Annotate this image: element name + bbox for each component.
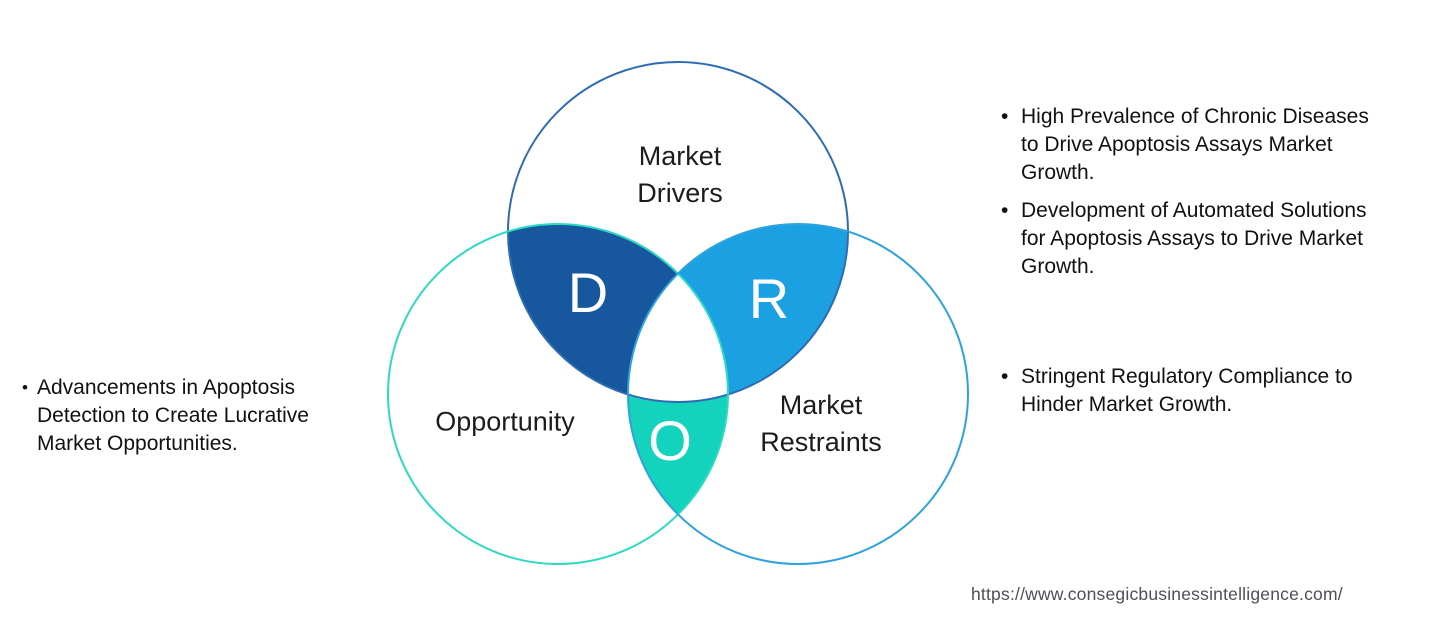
restraints-note-text: Stringent Regulatory Compliance to Hinde…	[1021, 365, 1353, 416]
drivers-circle-label: Market Drivers	[637, 141, 723, 208]
opportunity-circle	[387, 223, 729, 565]
opportunity-note-text: Advancements in Apoptosis Detection to C…	[37, 376, 309, 455]
drivers-note-item: • High Prevalence of Chronic Diseases to…	[1001, 103, 1441, 187]
bullet-icon: •	[22, 378, 28, 397]
drivers-restraints-lens	[678, 223, 849, 395]
drivers-notes: • High Prevalence of Chronic Diseases to…	[1001, 103, 1441, 281]
drivers-note-text-1: High Prevalence of Chronic Diseases to D…	[1021, 105, 1369, 184]
opportunity-lens-letter: O	[648, 409, 692, 472]
opportunity-restraints-lens	[628, 394, 728, 515]
drivers-lens-letter: D	[567, 261, 609, 324]
bullet-icon: •	[1001, 199, 1009, 222]
restraints-notes: • Stringent Regulatory Compliance to Hin…	[1001, 363, 1441, 419]
drivers-opportunity-lens	[507, 223, 678, 395]
opportunity-note-item: • Advancements in Apoptosis Detection to…	[22, 374, 367, 458]
restraints-lens-letter: R	[748, 267, 790, 330]
drivers-note-item: • Development of Automated Solutions for…	[1001, 197, 1441, 281]
bullet-icon: •	[1001, 365, 1009, 388]
restraints-note-item: • Stringent Regulatory Compliance to Hin…	[1001, 363, 1441, 419]
restraints-circle-label: Market Restraints	[760, 390, 882, 457]
opportunity-notes: • Advancements in Apoptosis Detection to…	[22, 374, 367, 458]
source-url: https://www.consegicbusinessintelligence…	[971, 584, 1343, 604]
bullet-icon: •	[1001, 105, 1009, 128]
opportunity-circle-label: Opportunity	[435, 406, 575, 437]
restraints-circle	[627, 223, 969, 565]
drivers-note-text-2: Development of Automated Solutions for A…	[1021, 199, 1367, 278]
